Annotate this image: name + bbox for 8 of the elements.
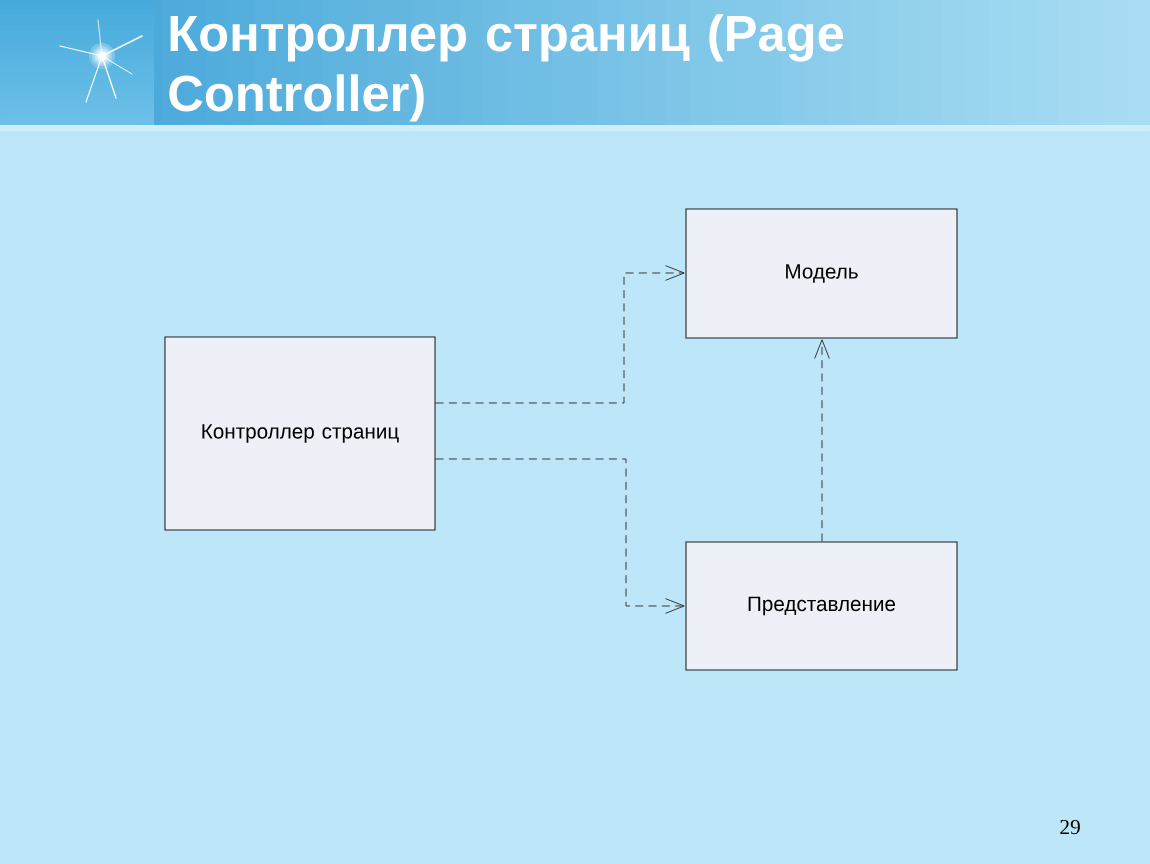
dashed-arrow — [814, 339, 830, 542]
page-number: 29 — [1060, 819, 1080, 835]
component-box: Модель — [685, 208, 958, 339]
slide-title: Контроллер страниц (Page Controller) — [169, 14, 844, 122]
dashed-arrow — [435, 458, 685, 614]
component-box: Представление — [685, 541, 958, 671]
component-box: Контроллер страниц — [164, 336, 436, 531]
dashed-arrow — [435, 265, 685, 404]
